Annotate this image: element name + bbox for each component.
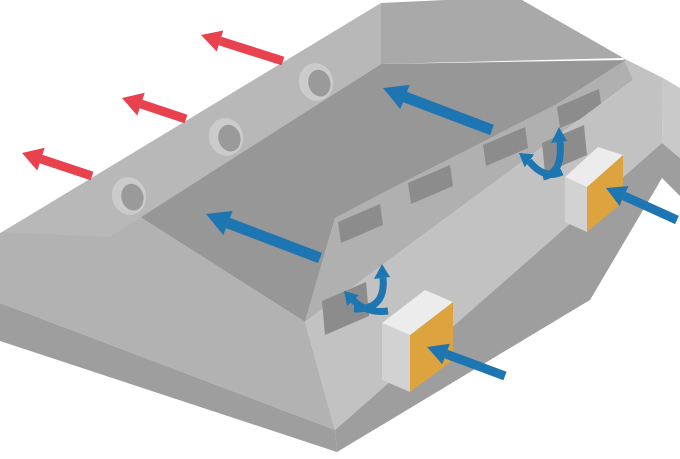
arrow-head: [551, 127, 567, 143]
airflow-arrow-icon: [206, 210, 322, 264]
duct-opening: [542, 125, 587, 173]
inlet-arrow-icon: [427, 343, 507, 381]
slot-opening: [338, 204, 383, 243]
inlet-box-front: [587, 155, 623, 232]
exhaust-vents: [111, 63, 334, 215]
arrow-shaft: [444, 349, 507, 381]
exhaust-arrow-icon: [122, 92, 188, 124]
slot-arrow-left-icon: [344, 291, 389, 315]
slab-sw-face: [0, 303, 337, 452]
wall-slot-openings: [338, 89, 602, 243]
slot-opening: [408, 165, 453, 204]
arrow-head: [344, 291, 359, 306]
inlet-air-arrows: [427, 186, 679, 381]
wall-nw-top-band: [2, 0, 386, 237]
arrow-head: [22, 147, 45, 171]
arrow-head: [519, 153, 535, 168]
arrow-shaft: [226, 217, 322, 264]
exhaust-arrow-icon: [201, 30, 285, 66]
slot-arrow-left-icon: [519, 153, 564, 178]
inlet-arrow-icon: [606, 186, 679, 225]
exhaust-vent-icon: [208, 118, 244, 156]
arrow-head: [206, 210, 233, 236]
arrow-shaft: [622, 191, 679, 225]
arrow-head: [383, 84, 410, 110]
interior-floor: [140, 60, 626, 322]
vent-hole: [218, 124, 241, 152]
arrow-shaft: [403, 91, 494, 136]
arrow-stem: [526, 158, 564, 178]
slot-opening: [483, 127, 528, 166]
arrow-stem: [349, 296, 389, 315]
wall-ne-outer-face: [662, 78, 680, 158]
slot-airflow-arrows: [344, 127, 567, 315]
exhaust-arrow-icon: [22, 147, 94, 181]
interior-airflow-arrows: [206, 84, 494, 264]
vent-hole: [121, 183, 144, 211]
inlet-box-side: [382, 323, 410, 392]
vent-hole: [308, 69, 331, 97]
arrow-head: [427, 343, 450, 365]
arrow-shaft: [139, 99, 188, 124]
exhaust-air-arrows: [22, 30, 285, 181]
inlet-box-top: [565, 147, 623, 187]
arrow-head: [606, 186, 629, 206]
inlet-box-top: [382, 290, 453, 335]
airflow-arrow-icon: [383, 84, 494, 136]
wall-ne-inner-face: [381, 0, 623, 64]
inlet-box-side: [565, 177, 587, 232]
arrow-shaft: [39, 154, 94, 181]
exhaust-vent-icon: [111, 177, 147, 215]
arrow-shaft: [218, 36, 285, 66]
slot-opening: [557, 89, 602, 128]
exhaust-vent-icon: [298, 63, 334, 101]
inlet-box-upper: [565, 147, 623, 232]
wall-se-inner-face: [305, 60, 633, 322]
arrow-head: [374, 264, 390, 279]
wall-sw-outer-face: [0, 217, 335, 430]
arrow-head: [122, 92, 145, 116]
arrow-head: [201, 30, 224, 52]
